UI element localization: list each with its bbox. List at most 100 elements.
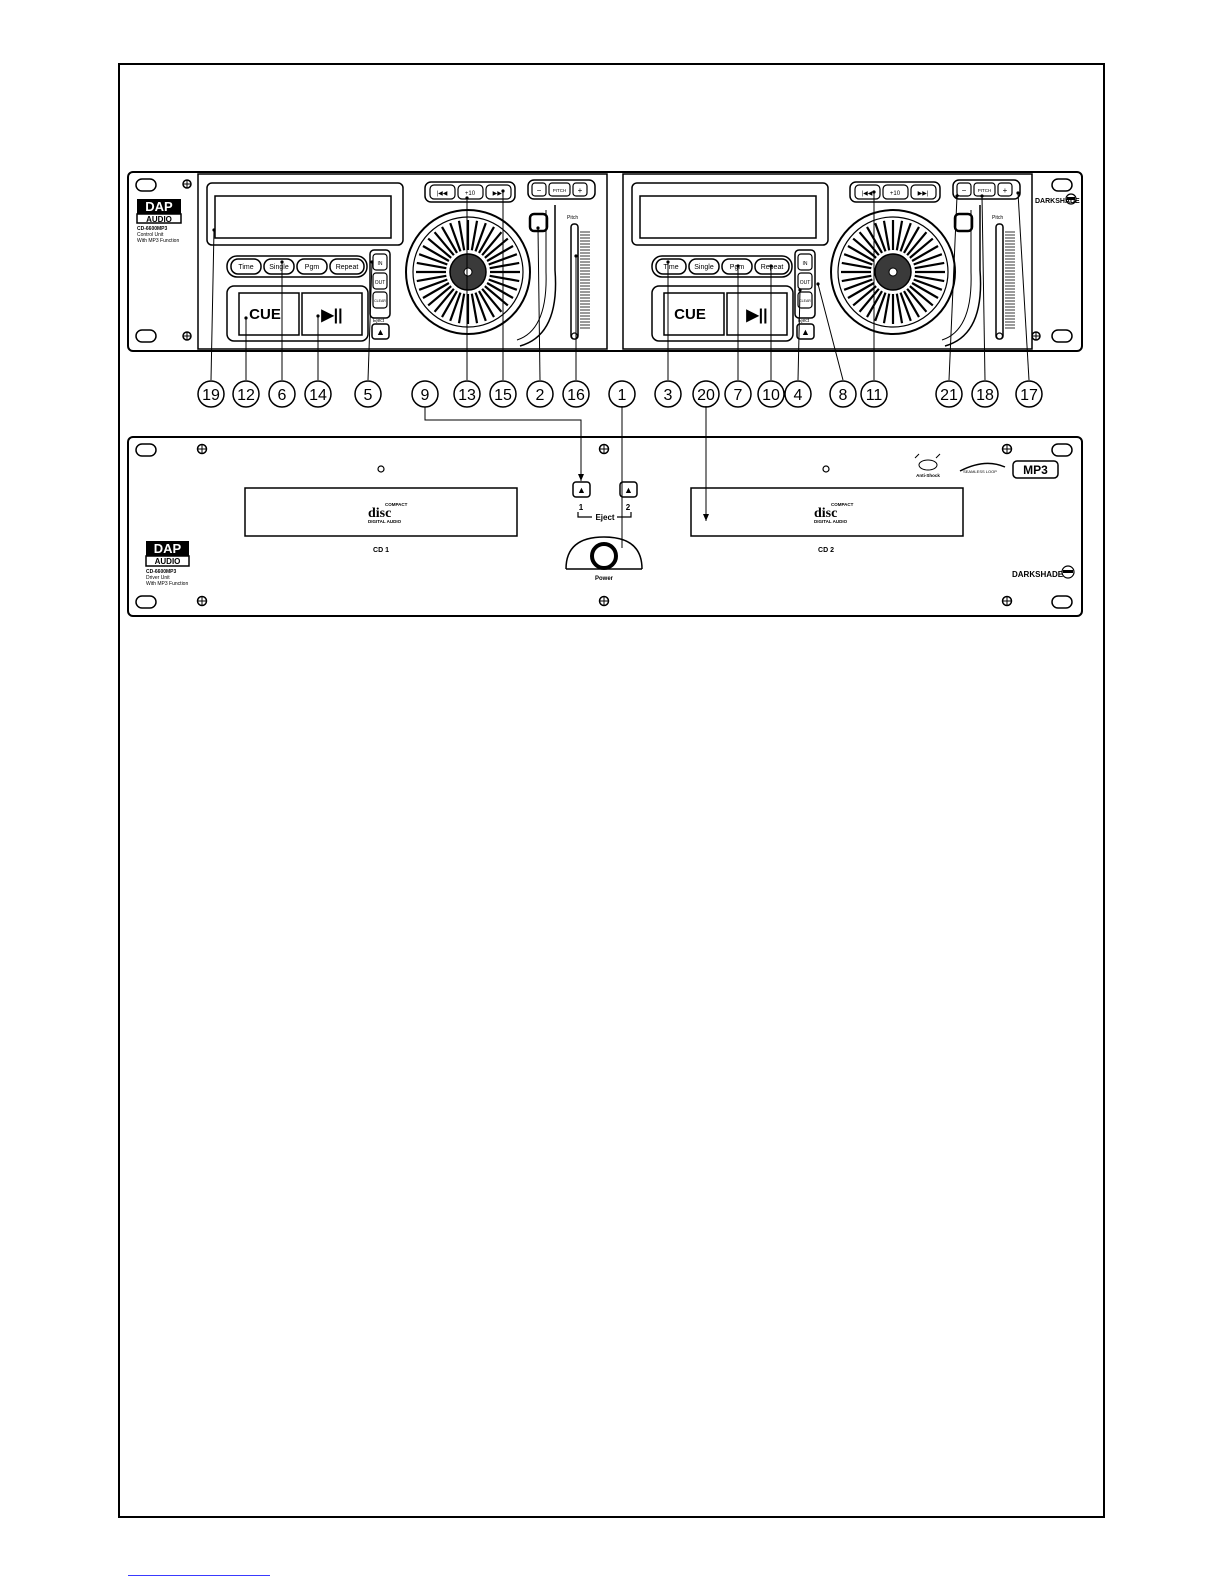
- rack-slot-top-left: [135, 178, 157, 192]
- pitch-bend-button[interactable]: [953, 212, 974, 233]
- callout-circle: [197, 380, 225, 408]
- jog-grip-line: [416, 274, 447, 283]
- power-button[interactable]: [590, 542, 618, 570]
- rack-slot-bottom-right: [1051, 329, 1073, 343]
- jog-grip-line: [914, 261, 945, 270]
- loop-out-button[interactable]: [372, 272, 388, 290]
- jog-grip-line: [843, 278, 873, 291]
- callout-pointer: [736, 264, 740, 268]
- loop-clear-button[interactable]: [372, 291, 388, 309]
- callout-number: 14: [309, 387, 327, 404]
- cd1-label: CD 1: [373, 547, 389, 554]
- pitch-plus-button[interactable]: [997, 182, 1013, 197]
- driver-model-text: CD-6600MP3: [146, 569, 177, 575]
- jog-grip-line: [418, 278, 448, 291]
- jog-wheel-hub: [888, 267, 898, 277]
- callout-pointer: [536, 226, 540, 230]
- pitch-toggle-button[interactable]: [548, 182, 571, 197]
- power-switch[interactable]: [565, 536, 643, 570]
- pitch-plus-label: +: [578, 186, 583, 195]
- seamless-loop-label: SEAMLESS LOOP: [963, 469, 997, 474]
- jog-grip-line: [449, 292, 462, 322]
- time-button[interactable]: [230, 258, 262, 275]
- loop-in-label: IN: [803, 261, 808, 267]
- jog-grip-line: [858, 288, 880, 313]
- eject-icon: ▲: [577, 485, 586, 495]
- pgm-button-label: Pgm: [305, 264, 320, 271]
- screw-icon: [196, 443, 208, 455]
- single-button[interactable]: [263, 258, 295, 275]
- jog-grip-line: [489, 261, 520, 270]
- previous-track-button[interactable]: [429, 184, 456, 200]
- single-button[interactable]: [688, 258, 720, 275]
- pitch-slider-knob[interactable]: [570, 332, 579, 340]
- callout-pointer: [816, 282, 820, 286]
- jog-grip-line: [843, 253, 873, 266]
- callout-leader-line: [537, 227, 541, 381]
- seamless-loop-swoosh: [959, 462, 1006, 472]
- deck-right: Time Single Pgm Repeat IN OUT CLEAR CUE …: [622, 173, 1033, 350]
- jog-grip-line: [906, 288, 928, 313]
- cd2-tray[interactable]: [690, 487, 964, 537]
- pitch-slider-scale: [580, 231, 590, 329]
- eject-button[interactable]: [796, 323, 815, 340]
- jog-wheel[interactable]: [830, 209, 956, 335]
- control-unit-text: Control Unit: [137, 232, 164, 238]
- time-button[interactable]: [655, 258, 687, 275]
- rack-slot-bottom-left: [135, 329, 157, 343]
- repeat-button[interactable]: [329, 258, 365, 275]
- rack-slot-top-right: [1051, 443, 1073, 457]
- jog-grip-line: [416, 261, 447, 270]
- cd1-tray[interactable]: [244, 487, 518, 537]
- jog-grip-line: [441, 290, 458, 318]
- jog-grip-line: [481, 288, 503, 313]
- play-pause-button[interactable]: [726, 292, 788, 336]
- driver-function-text: With MP3 Function: [146, 581, 188, 587]
- cue-button[interactable]: [238, 292, 300, 336]
- next-track-button[interactable]: [910, 184, 937, 200]
- callout-number: 12: [237, 387, 255, 404]
- pitch-plus-button[interactable]: [572, 182, 588, 197]
- jog-grip-line: [911, 245, 939, 262]
- plus10-button[interactable]: [882, 184, 909, 200]
- callout-pointer: [769, 264, 773, 268]
- previous-track-icon: |◀◀: [437, 191, 448, 197]
- rack-slot-top-right: [1051, 178, 1073, 192]
- loop-in-button[interactable]: [797, 253, 813, 271]
- eject-button[interactable]: [371, 323, 390, 340]
- pgm-button[interactable]: [296, 258, 328, 275]
- eject-2-button[interactable]: [619, 481, 638, 498]
- eject-1-number: 1: [579, 503, 584, 512]
- page-border-frame: [118, 63, 1105, 1518]
- eject-label: Eject: [373, 318, 385, 324]
- single-button-label: Single: [269, 264, 289, 271]
- footer-link-underline: [128, 1575, 270, 1576]
- jog-grip-line: [433, 288, 455, 313]
- loop-out-button[interactable]: [797, 272, 813, 290]
- callout-number: 19: [202, 387, 220, 404]
- jog-grip-line: [489, 274, 520, 283]
- callout-circle: [562, 380, 590, 408]
- control-model-text: CD-6600MP3: [137, 226, 168, 232]
- jog-wheel[interactable]: [405, 209, 531, 335]
- plus10-button[interactable]: [457, 184, 484, 200]
- callout-pointer: [212, 228, 216, 232]
- pitch-minus-button[interactable]: [531, 182, 547, 197]
- dap-logo-bottom: AUDIO: [146, 215, 172, 224]
- next-track-button[interactable]: [485, 184, 512, 200]
- eject-1-button[interactable]: [572, 481, 591, 498]
- driver-unit: COMPACT disc DIGITAL AUDIO CD 1 COMPACT …: [127, 406, 1083, 617]
- pitch-slider-knob[interactable]: [995, 332, 1004, 340]
- pitch-minus-button[interactable]: [956, 182, 972, 197]
- rack-slot-top-left: [135, 443, 157, 457]
- callout-pointer: [370, 260, 374, 264]
- loop-clear-button[interactable]: [797, 291, 813, 309]
- cue-button[interactable]: [663, 292, 725, 336]
- pitch-toggle-button[interactable]: [973, 182, 996, 197]
- control-function-text: With MP3 Function: [137, 238, 179, 244]
- jog-wheel-hub: [463, 267, 473, 277]
- repeat-button-label: Repeat: [336, 264, 359, 271]
- screw-icon: [196, 595, 208, 607]
- play-pause-button[interactable]: [301, 292, 363, 336]
- callout-circle: [724, 380, 752, 408]
